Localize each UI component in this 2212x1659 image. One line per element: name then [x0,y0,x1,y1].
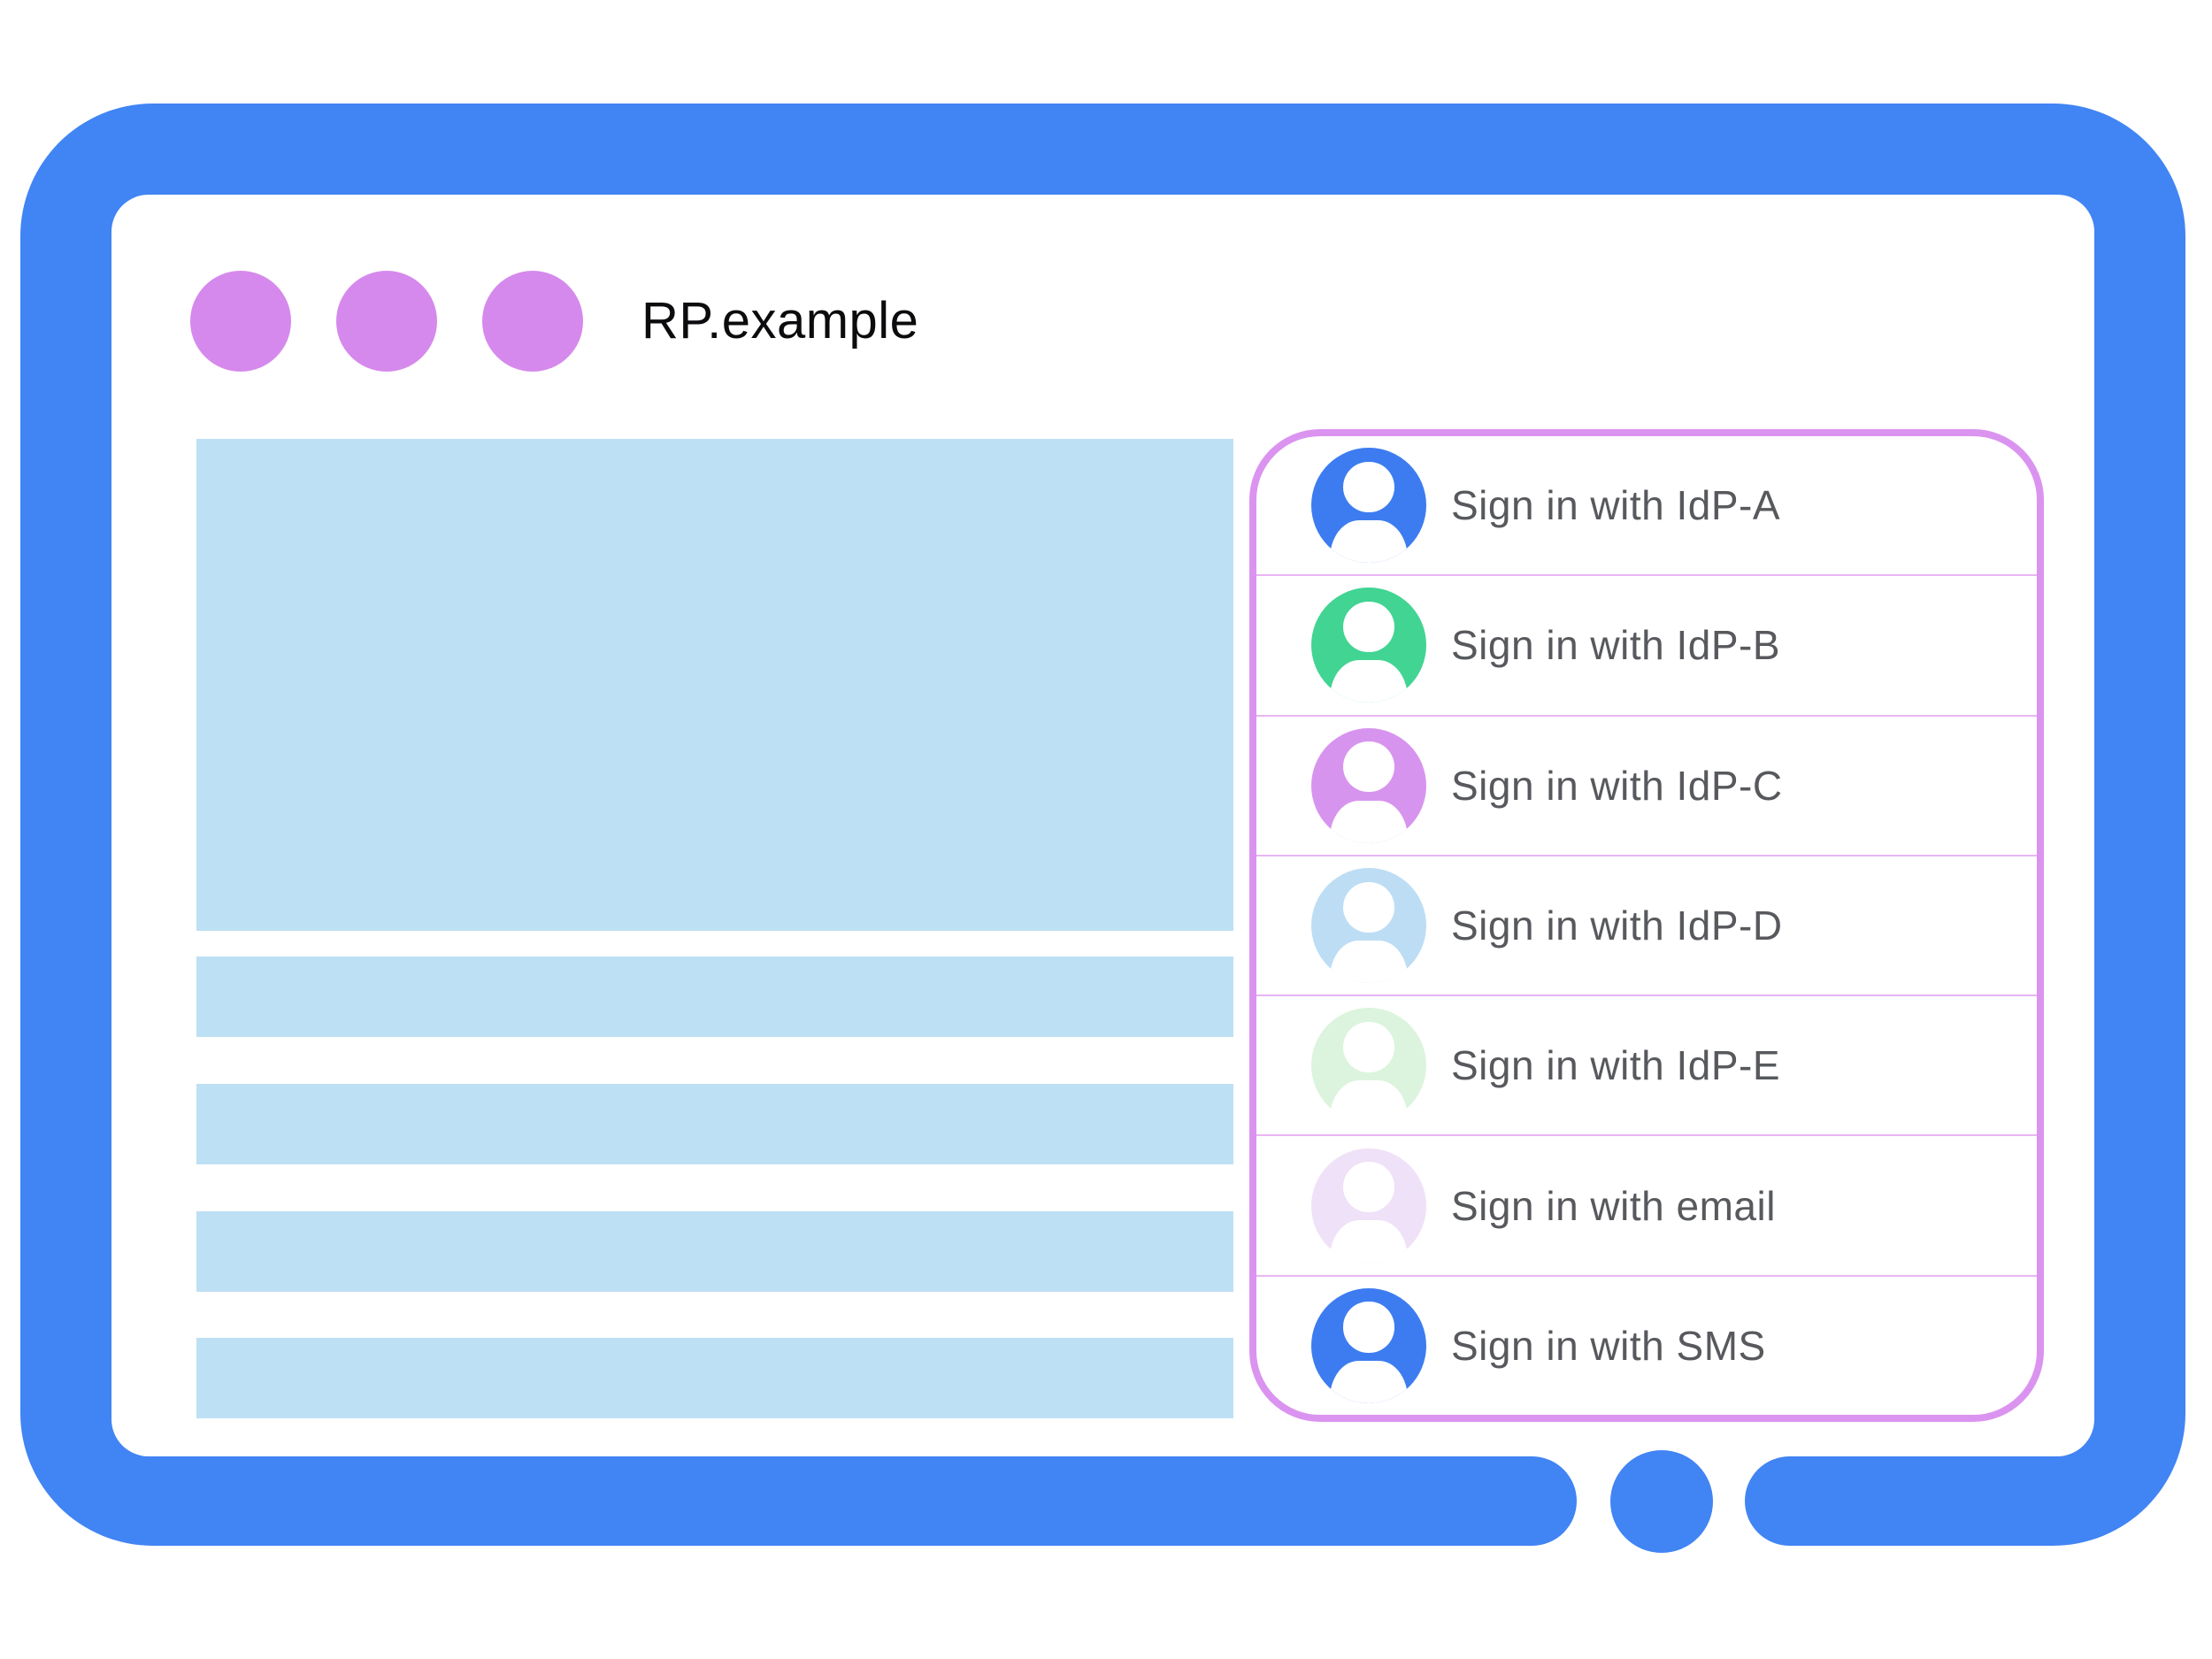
content-placeholder-bar [196,1211,1233,1292]
signin-option-idp-c[interactable]: Sign in with IdP-C [1256,717,2037,856]
person-icon [1311,1148,1426,1263]
signin-option-email[interactable]: Sign in with email [1256,1136,2037,1277]
signin-option-idp-a[interactable]: Sign in with IdP-A [1256,436,2037,577]
window-dot-icon [190,271,291,372]
signin-option-label: Sign in with SMS [1451,1322,1766,1369]
signin-option-label: Sign in with email [1451,1182,1776,1229]
signin-option-idp-d[interactable]: Sign in with IdP-D [1256,856,2037,997]
content-placeholder-bar [196,956,1233,1037]
person-icon [1311,727,1426,843]
window-dot-icon [336,271,437,372]
person-icon [1311,1008,1426,1124]
signin-option-idp-e[interactable]: Sign in with IdP-E [1256,996,2037,1137]
content-placeholder-bar [196,1084,1233,1164]
content-placeholder-hero [196,439,1233,931]
frame-bottom-bar-right [1745,1456,1862,1546]
home-button-icon [1610,1450,1713,1553]
signin-option-sms[interactable]: Sign in with SMS [1256,1277,2037,1415]
person-icon [1311,588,1426,703]
content-placeholder-bar [196,1338,1233,1418]
signin-option-label: Sign in with IdP-D [1451,902,1783,949]
signin-option-label: Sign in with IdP-B [1451,622,1781,669]
signin-option-label: Sign in with IdP-A [1451,482,1781,529]
signin-account-chooser: Sign in with IdP-A Sign in with IdP-B Si… [1249,429,2044,1422]
frame-bottom-bar-left [1460,1456,1577,1546]
page-title: RP.example [641,292,919,349]
signin-option-label: Sign in with IdP-E [1451,1042,1781,1089]
window-dot-icon [482,271,583,372]
person-icon [1311,1287,1426,1403]
signin-option-idp-b[interactable]: Sign in with IdP-B [1256,576,2037,717]
signin-option-label: Sign in with IdP-C [1451,762,1783,809]
person-icon [1311,867,1426,983]
person-icon [1311,448,1426,564]
